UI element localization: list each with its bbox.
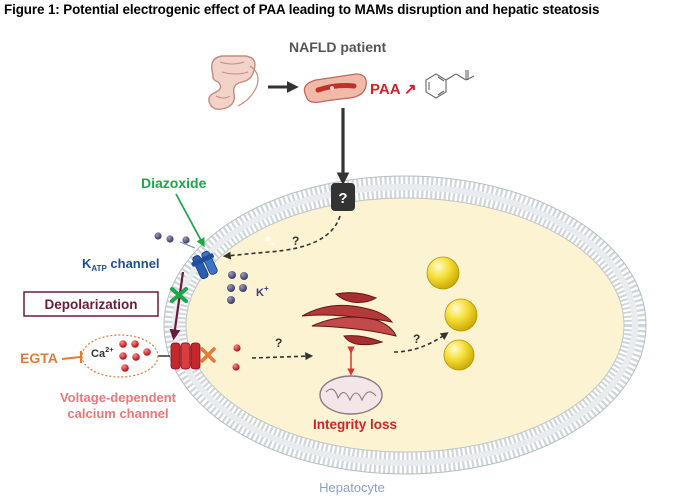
diazoxide-arrow bbox=[175, 193, 205, 248]
extracellular-calcium-pool bbox=[81, 334, 159, 378]
egta-label: EGTA bbox=[20, 350, 58, 366]
egta-inhibition-line bbox=[61, 356, 81, 360]
katp-channel-label: KATP channel bbox=[82, 256, 160, 273]
calcium-channel-block-cross-icon bbox=[200, 347, 216, 363]
unknown-lipid-mark: ? bbox=[413, 332, 420, 346]
depolarization-label: Depolarization bbox=[44, 297, 137, 312]
katp-block-cross-icon bbox=[170, 287, 188, 303]
er-mitochondria-icon bbox=[301, 292, 397, 346]
katp-channel-icon bbox=[191, 250, 218, 280]
unknown-receptor-box: ? bbox=[331, 183, 355, 211]
unknown-receptor-label: ? bbox=[338, 190, 347, 207]
potassium-ions-outside bbox=[154, 232, 190, 244]
integrity-loss-label: Integrity loss bbox=[313, 417, 397, 432]
k-efflux-arrow bbox=[179, 241, 196, 249]
hepatocyte-label: Hepatocyte bbox=[319, 480, 385, 495]
potassium-label: K+ bbox=[256, 284, 269, 299]
depolarization-box: Depolarization bbox=[23, 291, 159, 317]
patient-label: NAFLD patient bbox=[289, 39, 387, 55]
dashed-arrow-unknown-to-katp bbox=[222, 215, 341, 260]
mitochondrion-icon bbox=[319, 375, 383, 415]
dashed-arrow-mam-to-lipids bbox=[393, 332, 449, 353]
hepatocyte-cell bbox=[163, 175, 647, 475]
signal-dot-2 bbox=[271, 242, 275, 246]
calcium-channel-icon bbox=[170, 342, 201, 370]
vdcc-label-line2: calcium channel bbox=[67, 406, 168, 421]
paa-label: PAA bbox=[370, 81, 401, 98]
dashed-arrow-calcium-to-mam bbox=[251, 352, 314, 361]
calcium-label: Ca2+ bbox=[91, 345, 114, 360]
potassium-ions-inside bbox=[227, 271, 248, 304]
figure-title: Figure 1: Potential electrogenic effect … bbox=[4, 2, 600, 17]
intestine-icon bbox=[208, 55, 259, 111]
unknown-mechanism-mark: ? bbox=[292, 234, 299, 248]
diazoxide-label: Diazoxide bbox=[141, 175, 207, 191]
lipid-droplet-icon bbox=[426, 256, 478, 371]
vdcc-label-line1: Voltage-dependent bbox=[60, 390, 177, 405]
phenylacetic-acid-structure-icon bbox=[425, 70, 475, 99]
intracellular-calcium bbox=[232, 344, 241, 371]
unknown-calcium-mark: ? bbox=[275, 336, 282, 350]
liver-vessel-icon bbox=[303, 73, 367, 104]
signal-dot-1 bbox=[265, 236, 271, 242]
paa-increase-arrow: ↗ bbox=[404, 81, 417, 98]
depolarization-arrow bbox=[169, 271, 185, 341]
